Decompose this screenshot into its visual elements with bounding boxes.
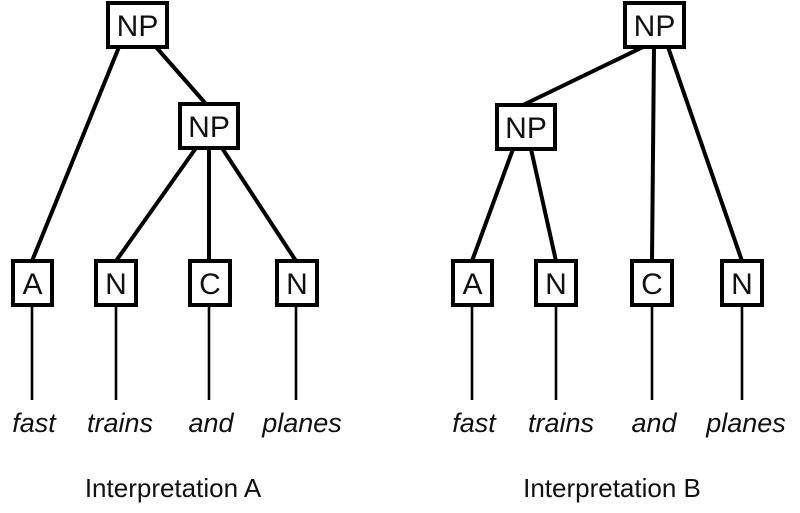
word-fast: fast (12, 408, 57, 438)
caption-interpretation-a: Interpretation A (85, 473, 262, 503)
branch-a-np2-to-a-n1 (114, 146, 198, 263)
branch-b-root-to-b-np2 (522, 45, 644, 107)
word-and: and (188, 408, 234, 438)
word-planes: planes (261, 408, 342, 438)
node-label-a-root: NP (117, 10, 159, 43)
node-label-a-n1: N (105, 268, 127, 301)
node-label-b-root: NP (634, 10, 676, 43)
node-box-b-n2[interactable] (720, 259, 764, 307)
branch-a-root-to-a-np2 (154, 45, 208, 106)
node-label-b-conj: C (641, 268, 663, 301)
word-planes: planes (705, 408, 786, 438)
word-fast: fast (452, 408, 497, 438)
node-box-a-root[interactable] (106, 1, 169, 49)
node-box-b-conj[interactable] (630, 259, 674, 307)
node-label-a-adj: A (22, 268, 42, 301)
branch-a-np2-to-a-n2 (220, 146, 298, 263)
node-label-b-n2: N (731, 268, 753, 301)
node-box-a-conj[interactable] (188, 259, 232, 307)
node-label-a-n2: N (286, 268, 308, 301)
word-trains: trains (528, 408, 594, 438)
word-and: and (631, 408, 677, 438)
caption-interpretation-b: Interpretation B (523, 473, 701, 503)
branch-b-np2-to-b-adj (470, 148, 515, 262)
branch-b-np2-to-b-n1 (529, 148, 558, 262)
node-label-b-np2: NP (505, 112, 547, 145)
node-label-a-conj: C (199, 268, 221, 301)
branch-a-root-to-a-adj (30, 46, 121, 262)
node-box-b-root[interactable] (623, 1, 686, 49)
node-label-a-np2: NP (188, 111, 230, 144)
node-box-a-adj[interactable] (11, 259, 54, 307)
node-box-b-adj[interactable] (451, 259, 494, 307)
branch-b-root-to-b-conj (650, 46, 656, 262)
node-label-b-n1: N (545, 268, 567, 301)
branch-b-root-to-b-n2 (666, 46, 744, 262)
node-box-a-n2[interactable] (275, 259, 319, 307)
node-box-a-np2[interactable] (178, 102, 240, 150)
node-box-b-np2[interactable] (495, 103, 557, 151)
node-box-b-n1[interactable] (534, 259, 578, 307)
word-trains: trains (87, 408, 153, 438)
node-label-b-adj: A (462, 268, 482, 301)
node-box-a-n1[interactable] (94, 259, 138, 307)
